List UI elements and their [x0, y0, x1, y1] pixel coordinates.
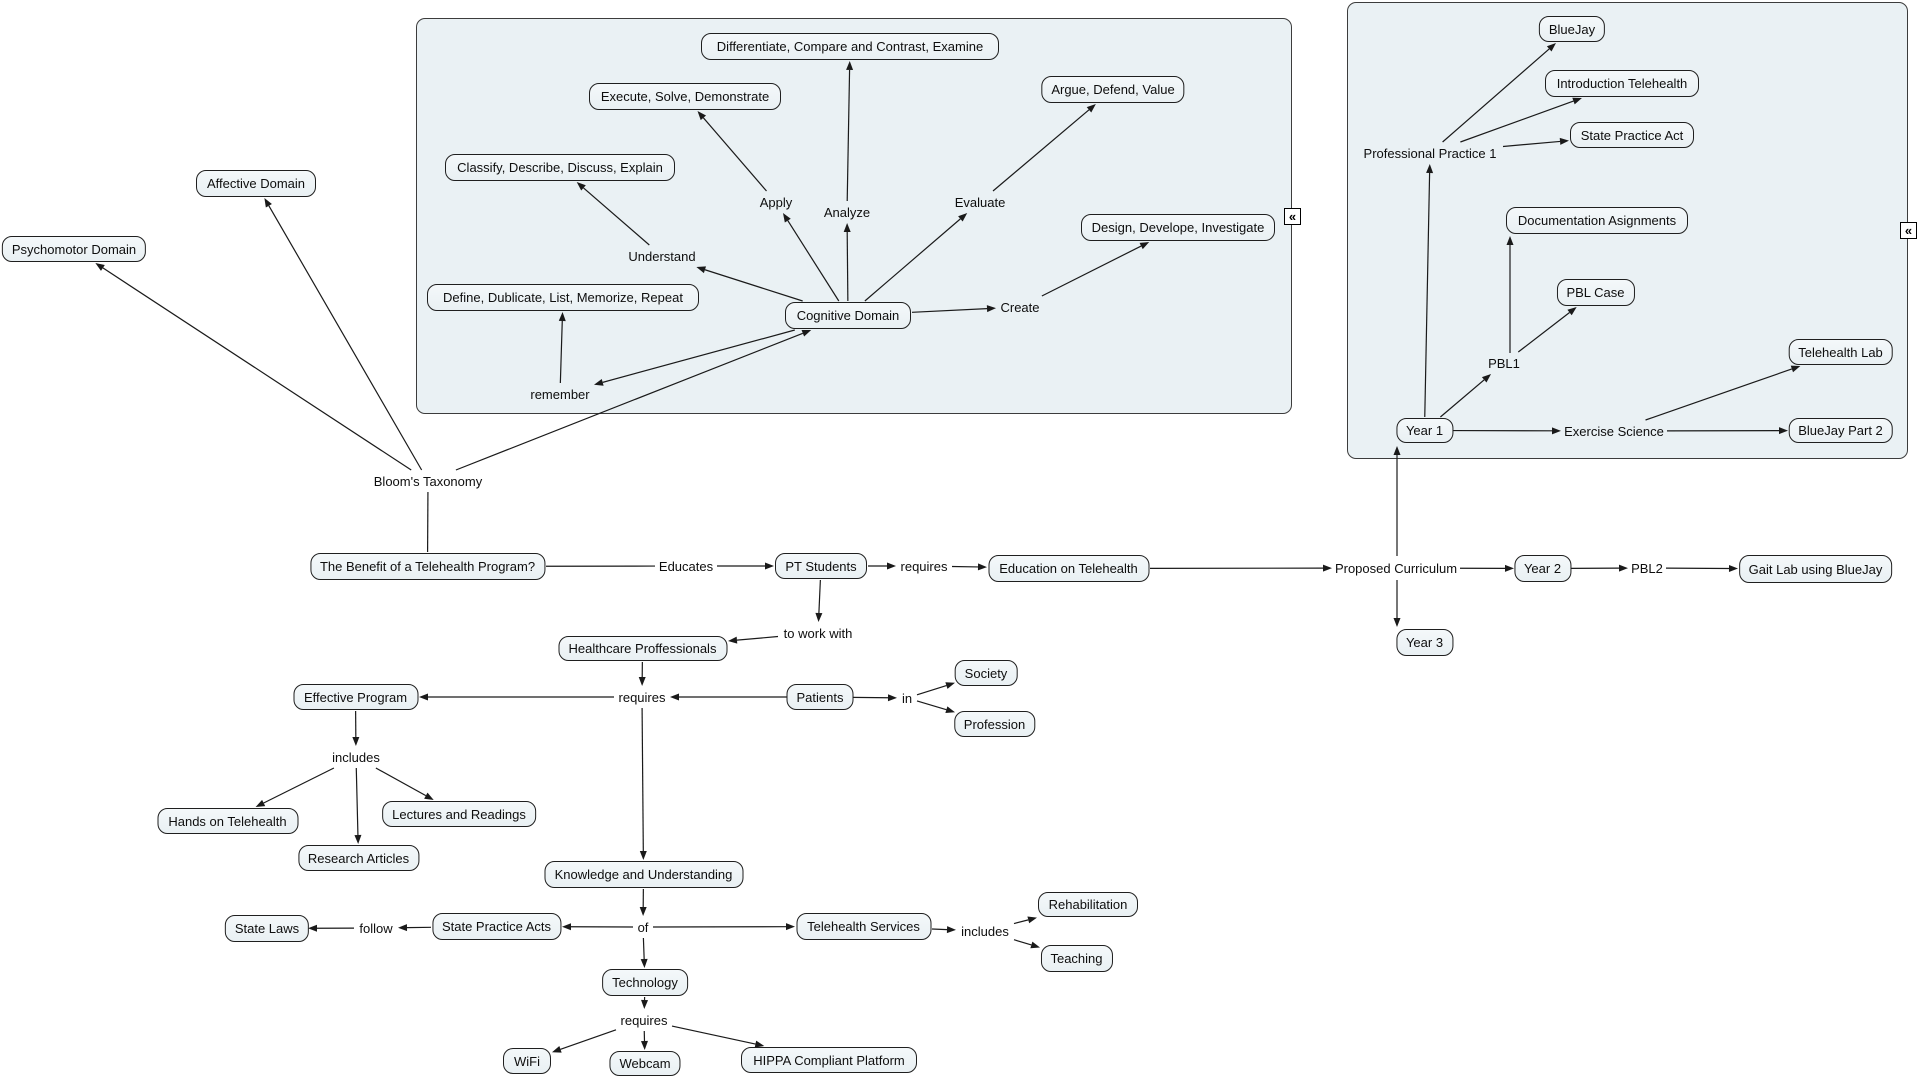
- node-healthcare[interactable]: Healthcare Proffessionals: [558, 636, 727, 661]
- node-execute[interactable]: Execute, Solve, Demonstrate: [589, 83, 781, 110]
- linking-phrase-apply[interactable]: Apply: [759, 194, 793, 210]
- node-profession[interactable]: Profession: [953, 711, 1036, 737]
- linking-phrase-pp1[interactable]: Professional Practice 1: [1363, 145, 1497, 161]
- node-technology[interactable]: Technology: [602, 969, 688, 996]
- node-define[interactable]: Define, Dublicate, List, Memorize, Repea…: [427, 284, 699, 311]
- linking-phrase-blooms[interactable]: Bloom's Taxonomy: [373, 473, 483, 489]
- linking-phrase-requires-2[interactable]: requires: [618, 689, 666, 705]
- linking-phrase-evaluate[interactable]: Evaluate: [954, 194, 1006, 210]
- node-telehealth-services[interactable]: Telehealth Services: [796, 913, 931, 940]
- node-teaching[interactable]: Teaching: [1040, 945, 1113, 972]
- node-documentation[interactable]: Documentation Asignments: [1506, 207, 1688, 234]
- node-state-practice-act[interactable]: State Practice Act: [1570, 122, 1694, 148]
- node-patients[interactable]: Patients: [786, 684, 854, 710]
- node-gait-lab[interactable]: Gait Lab using BlueJay: [1738, 555, 1893, 583]
- linking-phrase-exercise-science[interactable]: Exercise Science: [1564, 423, 1664, 439]
- linking-phrase-understand[interactable]: Understand: [628, 248, 696, 264]
- node-design[interactable]: Design, Develope, Investigate: [1081, 214, 1275, 241]
- node-psychomotor[interactable]: Psychomotor Domain: [1, 236, 147, 262]
- node-affective[interactable]: Affective Domain: [196, 170, 316, 197]
- linking-phrase-analyze[interactable]: Analyze: [823, 204, 871, 220]
- node-knowledge[interactable]: Knowledge and Understanding: [544, 861, 743, 888]
- node-bluejay-part2[interactable]: BlueJay Part 2: [1788, 418, 1893, 443]
- linking-phrase-pbl2[interactable]: PBL2: [1631, 560, 1663, 576]
- node-differentiate[interactable]: Differentiate, Compare and Contrast, Exa…: [701, 33, 999, 60]
- linking-phrase-to-work-with[interactable]: to work with: [783, 625, 853, 641]
- node-wifi[interactable]: WiFi: [503, 1048, 551, 1074]
- node-research-articles[interactable]: Research Articles: [297, 845, 420, 871]
- node-lectures[interactable]: Lectures and Readings: [382, 801, 536, 827]
- node-cognitive[interactable]: Cognitive Domain: [785, 302, 911, 329]
- node-hands-on[interactable]: Hands on Telehealth: [157, 808, 298, 834]
- linking-phrase-create[interactable]: Create: [1000, 299, 1040, 315]
- node-year1[interactable]: Year 1: [1395, 418, 1454, 443]
- node-webcam[interactable]: Webcam: [609, 1051, 681, 1076]
- linking-phrase-includes-1[interactable]: includes: [332, 749, 380, 765]
- node-education-telehealth[interactable]: Education on Telehealth: [988, 555, 1149, 582]
- node-pbl-case[interactable]: PBL Case: [1556, 279, 1635, 306]
- node-effective-program[interactable]: Effective Program: [293, 684, 418, 710]
- linking-phrase-proposed-curriculum[interactable]: Proposed Curriculum: [1334, 560, 1458, 576]
- linking-phrase-follow[interactable]: follow: [359, 920, 393, 936]
- node-bluejay[interactable]: BlueJay: [1538, 16, 1606, 42]
- node-classify[interactable]: Classify, Describe, Discuss, Explain: [445, 154, 675, 181]
- node-telehealth-lab[interactable]: Telehealth Lab: [1788, 339, 1893, 365]
- collapse-icon-curriculum-cluster[interactable]: «: [1900, 222, 1917, 239]
- linking-phrase-educates[interactable]: Educates: [658, 558, 714, 574]
- linking-phrase-includes-2[interactable]: includes: [961, 923, 1009, 939]
- collapse-icon-blooms-cluster[interactable]: «: [1284, 208, 1301, 225]
- node-state-practice-acts[interactable]: State Practice Acts: [431, 913, 562, 940]
- linking-phrase-requires-1[interactable]: requires: [900, 558, 948, 574]
- linking-phrase-pbl1[interactable]: PBL1: [1488, 355, 1520, 371]
- node-intro-telehealth[interactable]: Introduction Telehealth: [1545, 70, 1699, 97]
- node-year2[interactable]: Year 2: [1513, 555, 1572, 582]
- node-pt-students[interactable]: PT Students: [775, 553, 867, 579]
- linking-phrase-remember[interactable]: remember: [530, 386, 590, 402]
- node-state-laws[interactable]: State Laws: [224, 915, 310, 942]
- node-rehabilitation[interactable]: Rehabilitation: [1038, 892, 1138, 917]
- node-hippa[interactable]: HIPPA Compliant Platform: [741, 1047, 917, 1073]
- node-society[interactable]: Society: [954, 660, 1018, 686]
- node-year3[interactable]: Year 3: [1395, 629, 1454, 656]
- linking-phrase-requires-3[interactable]: requires: [620, 1012, 668, 1028]
- node-benefit[interactable]: The Benefit of a Telehealth Program?: [309, 553, 546, 580]
- linking-phrase-of[interactable]: of: [637, 919, 649, 935]
- node-argue[interactable]: Argue, Defend, Value: [1041, 76, 1185, 103]
- linking-phrase-in[interactable]: in: [901, 690, 913, 706]
